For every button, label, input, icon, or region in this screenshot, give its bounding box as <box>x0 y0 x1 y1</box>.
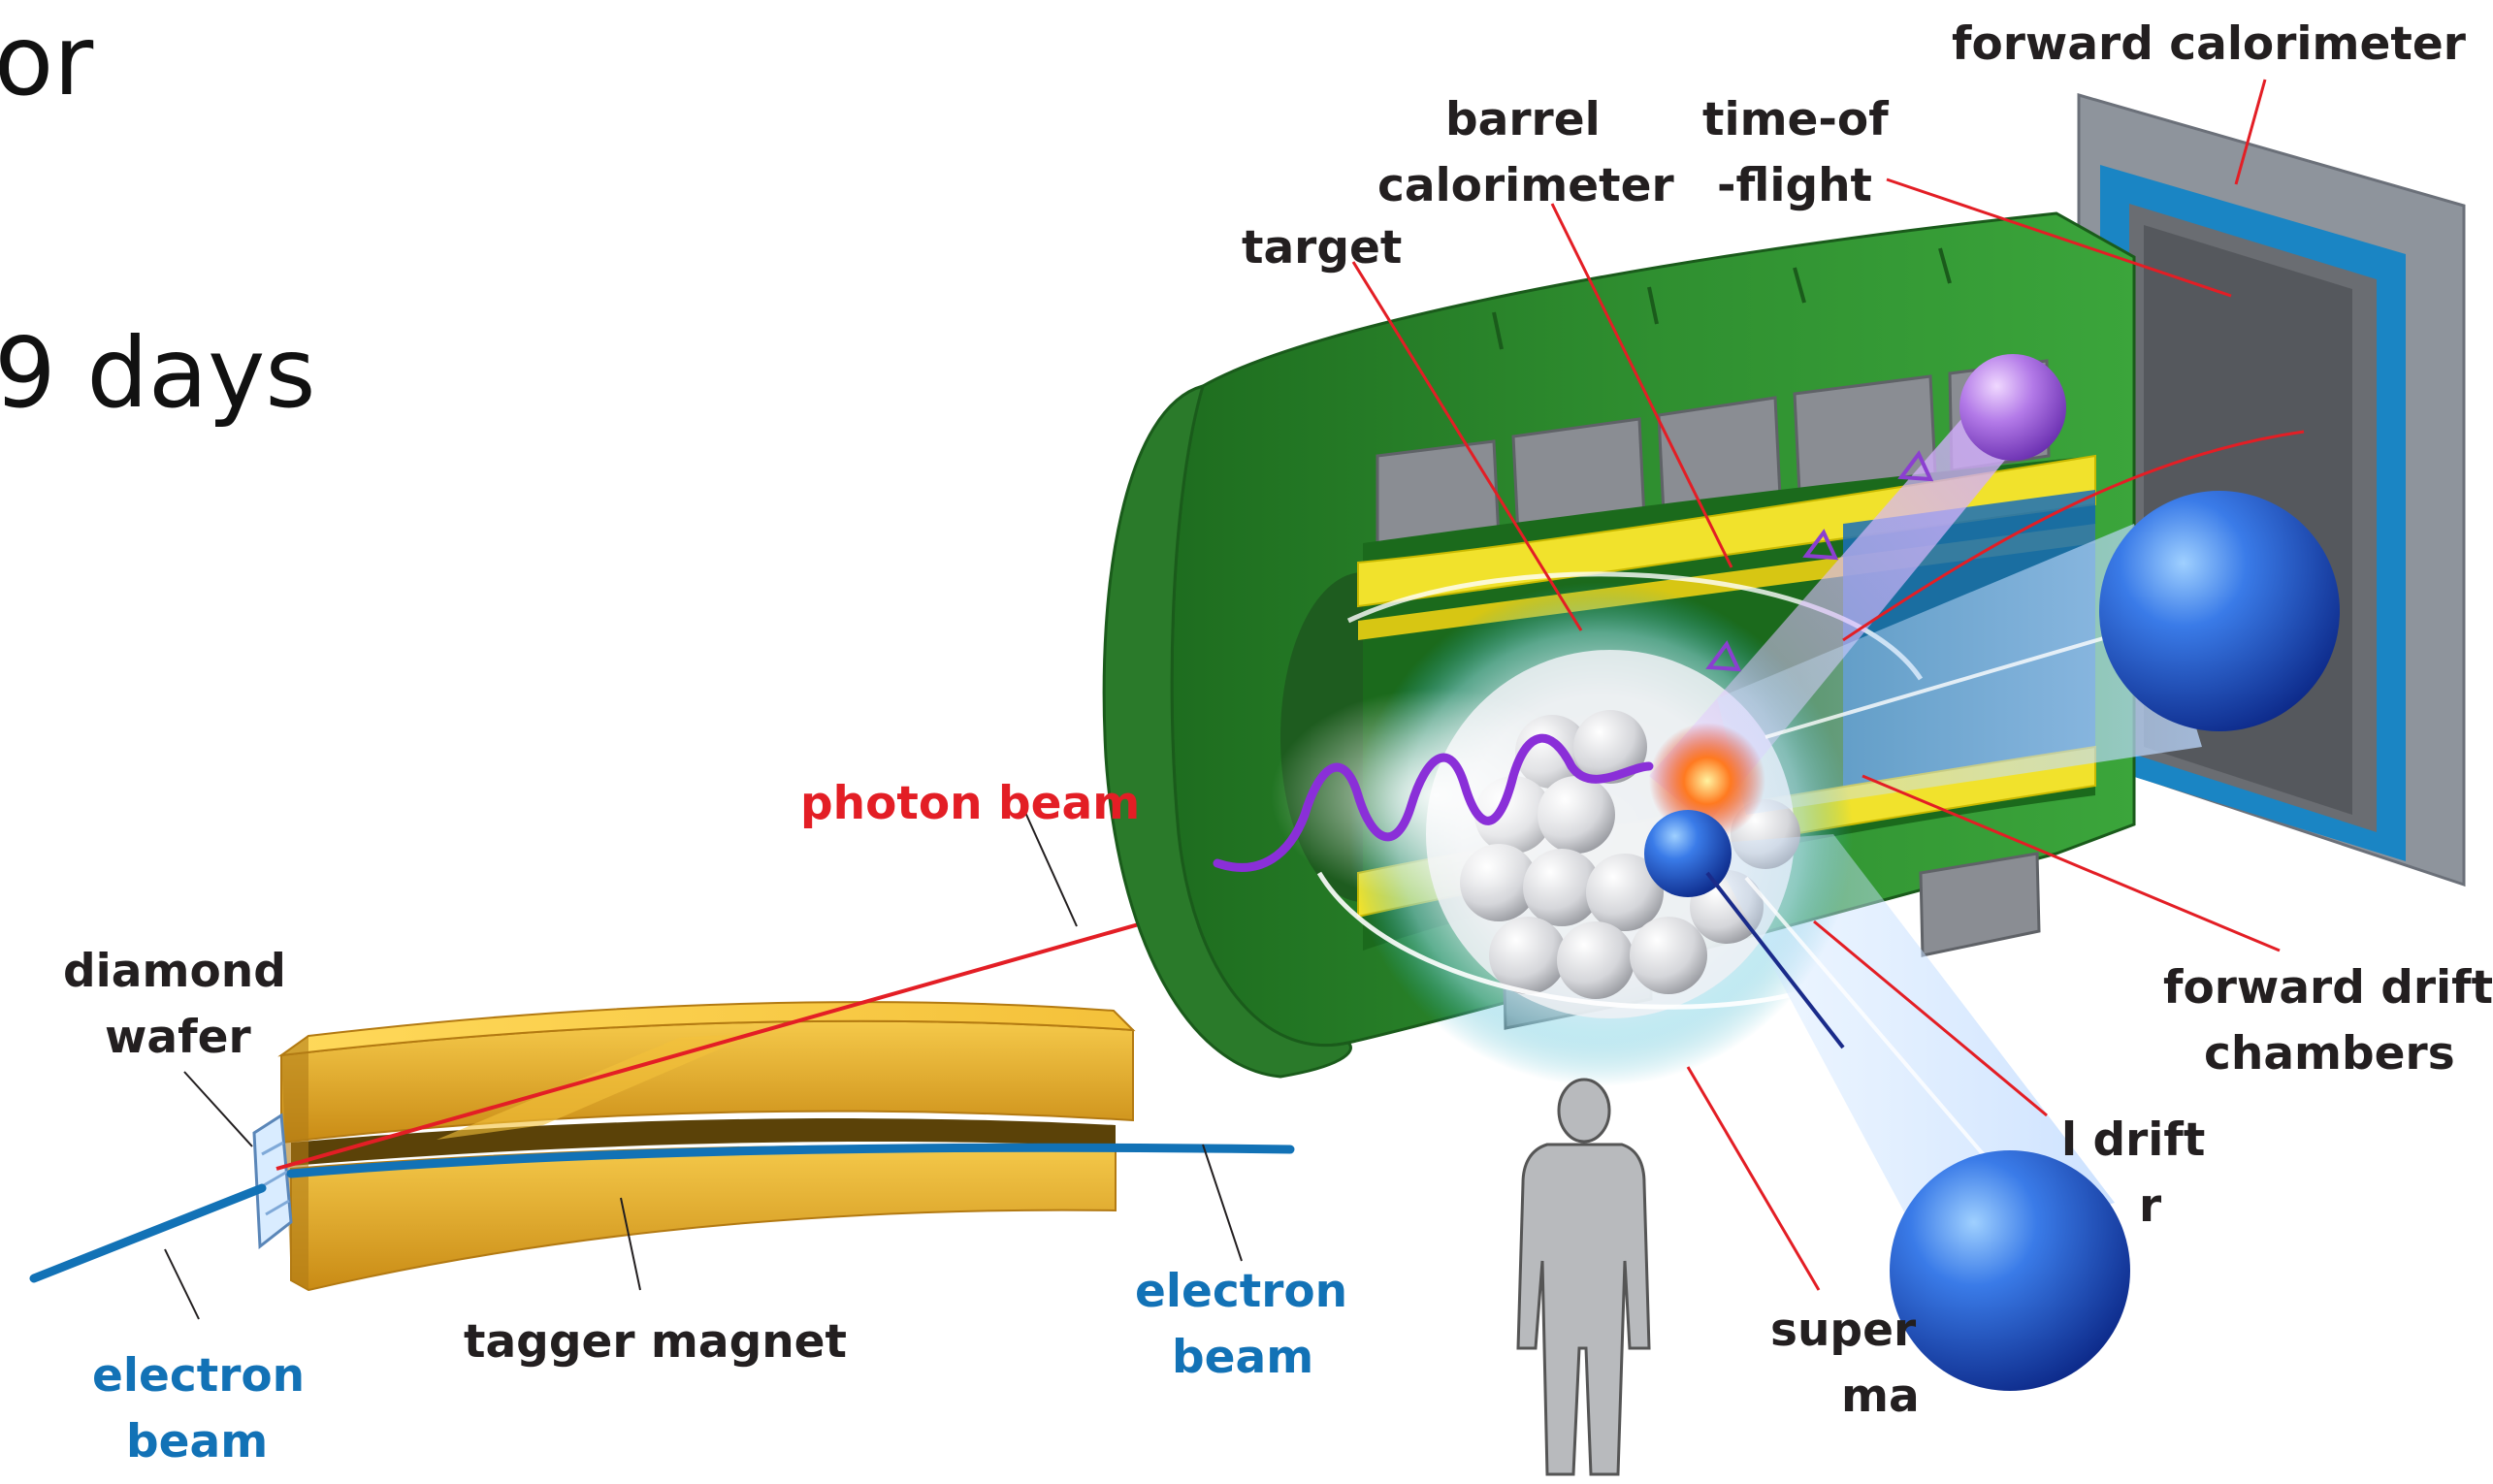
label-electron-beam-right-2: beam <box>1172 1325 1313 1391</box>
label-tagger-magnet: tagger magnet <box>464 1309 847 1375</box>
label-forward-calorimeter: forward calorimeter <box>1952 12 2466 78</box>
label-forward-drift-chambers-2: chambers <box>2204 1021 2455 1087</box>
detector-body <box>1104 95 2464 1391</box>
label-superconducting-magnet-2: ma <box>1841 1364 1920 1430</box>
label-barrel-calorimeter-2: calorimeter <box>1377 153 1674 219</box>
label-electron-beam-right-1: electron <box>1135 1259 1347 1325</box>
slide-text-line-1: or <box>0 8 93 114</box>
label-diamond-wafer-1: diamond <box>63 939 286 1005</box>
label-central-drift-chamber-2: r <box>2139 1174 2161 1240</box>
label-photon-beam: photon beam <box>800 771 1140 837</box>
label-time-of-flight-1: time-of <box>1702 87 1889 153</box>
label-central-drift-chamber-1: l drift <box>2061 1108 2205 1174</box>
label-diamond-wafer-2: wafer <box>105 1005 251 1071</box>
label-barrel-calorimeter-1: barrel <box>1445 87 1601 153</box>
label-superconducting-magnet-1: super <box>1770 1298 1916 1364</box>
human-silhouette <box>1518 1080 1649 1474</box>
label-forward-drift-chambers-1: forward drift <box>2163 955 2493 1021</box>
label-target: target <box>1242 215 1402 281</box>
slide-text-line-2: 9 days <box>0 320 315 427</box>
label-electron-beam-left-2: beam <box>126 1409 268 1475</box>
label-time-of-flight-2: -flight <box>1717 153 1872 219</box>
label-electron-beam-left-1: electron <box>92 1343 305 1409</box>
